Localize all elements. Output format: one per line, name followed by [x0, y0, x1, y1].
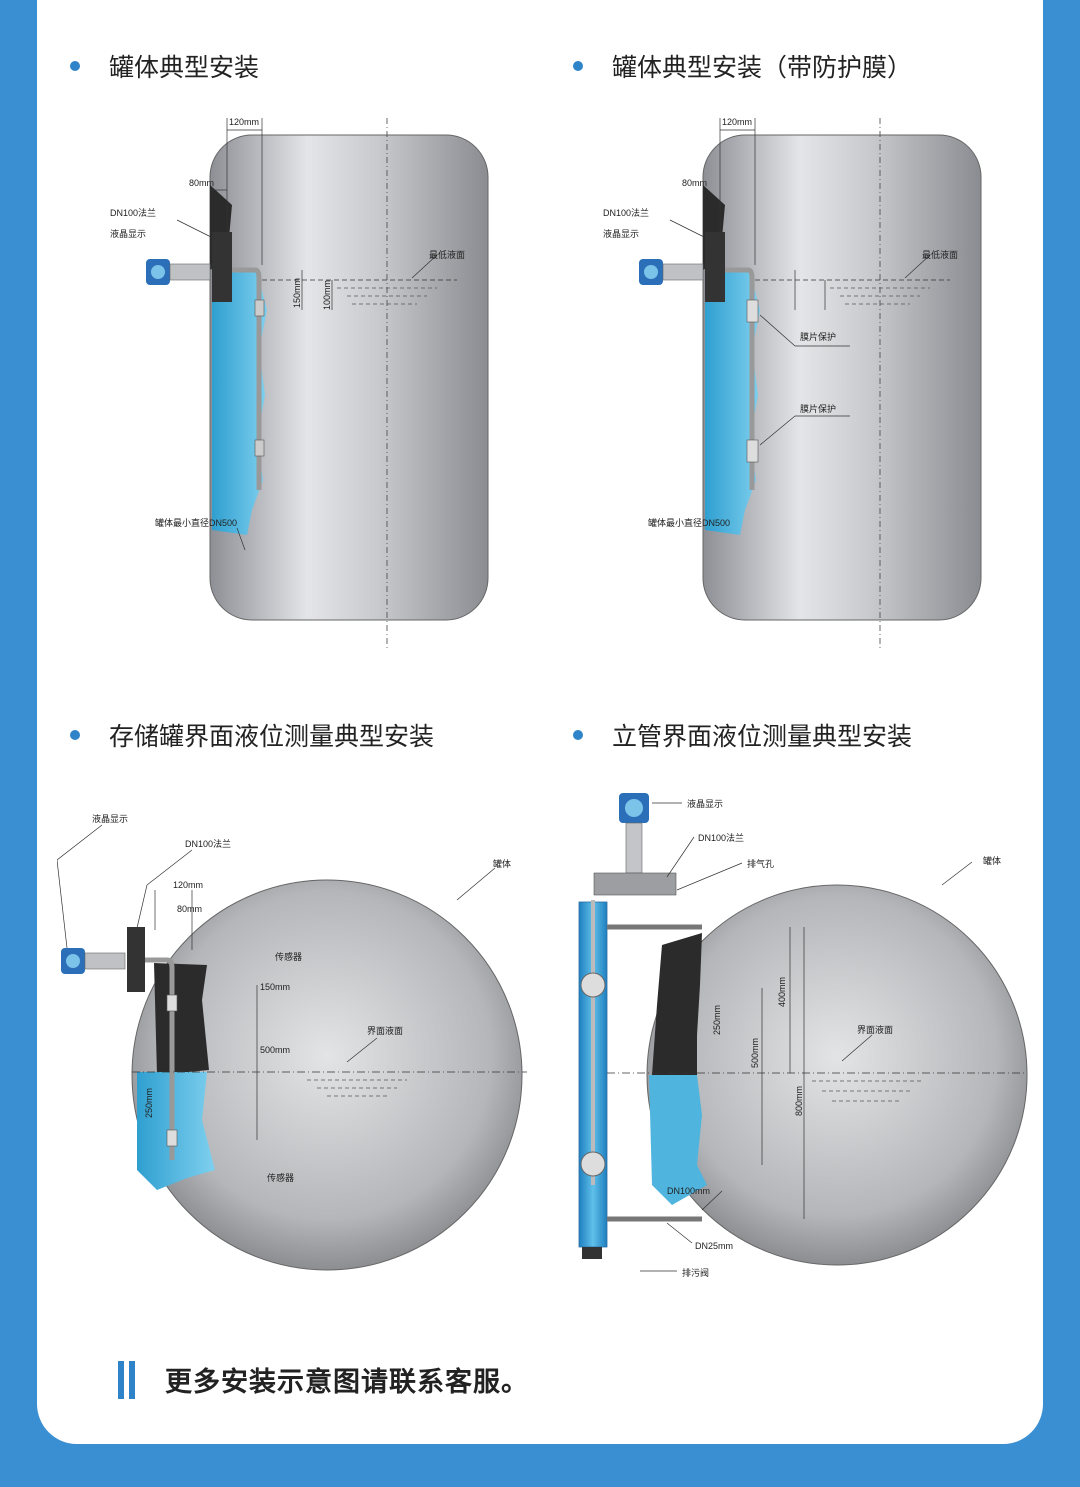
tank-membrane-install-diagram: 120mm 80mm DN100法兰 液晶显示 最低液面 膜片保护 膜片保护 罐… — [603, 117, 982, 650]
upper-medium — [154, 963, 209, 1075]
interface-label: 界面液面 — [857, 1024, 893, 1035]
tank-body — [209, 134, 489, 621]
membrane-label: 膜片保护 — [800, 403, 836, 414]
lcd-label: 液晶显示 — [687, 798, 723, 809]
dim-label: 250mm — [712, 1005, 722, 1035]
bullet-icon — [70, 61, 80, 71]
lower-medium — [649, 1075, 707, 1205]
dim-label: 500mm — [750, 1038, 760, 1068]
min-level-label: 最低液面 — [922, 249, 958, 260]
sensor-label: 传感器 — [275, 951, 302, 962]
interface-label: 界面液面 — [367, 1025, 403, 1036]
bullet-icon — [573, 61, 583, 71]
dim-label: 80mm — [682, 178, 707, 188]
dim-label: 500mm — [260, 1045, 290, 1055]
bullet-icon — [70, 730, 80, 740]
flange-label: DN100法兰 — [698, 832, 744, 843]
upper-medium — [652, 933, 702, 1075]
membrane-label: 膜片保护 — [800, 331, 836, 342]
lcd-label: 液晶显示 — [92, 813, 128, 824]
tank-label: 罐体 — [983, 855, 1001, 866]
float — [580, 1151, 606, 1177]
connecting-pipes — [607, 924, 702, 1222]
drain-label: 排污阀 — [682, 1267, 709, 1278]
min-diameter-label: 罐体最小直径DN500 — [155, 517, 237, 528]
dim-label: 250mm — [144, 1088, 154, 1118]
section-heading-storage-interface: 存储罐界面液位测量典型安装 — [70, 717, 434, 753]
vent-label: 排气孔 — [747, 858, 774, 869]
lcd-label: 液晶显示 — [110, 228, 146, 239]
section-title: 立管界面液位测量典型安装 — [612, 723, 913, 751]
float — [580, 972, 606, 998]
drain-outlet — [582, 1247, 602, 1259]
section-heading-tank: 罐体典型安装 — [70, 48, 259, 84]
section-heading-tank-membrane: 罐体典型安装（带防护膜） — [573, 48, 912, 84]
tank-disc — [646, 884, 1028, 1266]
content-card: 罐体典型安装 罐体典型安装（带防护膜） 存储罐界面液位测量典型安装 立管界面液位… — [37, 0, 1043, 1444]
tank-install-diagram: 120mm 80mm DN100法兰 液晶显示 最低液面 150mm 100mm… — [110, 117, 489, 650]
dim-label: 120mm — [722, 117, 752, 127]
lcd-label: 液晶显示 — [603, 228, 639, 239]
contact-text: 更多安装示意图请联系客服。 — [165, 1367, 529, 1397]
flange-label: DN100法兰 — [603, 207, 649, 218]
min-level-label: 最低液面 — [429, 249, 465, 260]
storage-interface-diagram: 液晶显示 DN100法兰 120mm 80mm 罐体 传感器 150mm 界面液… — [57, 813, 527, 1271]
tank-label: 罐体 — [493, 858, 511, 869]
dim-label: 150mm — [260, 982, 290, 992]
dim-label: 80mm — [177, 904, 202, 914]
section-title: 存储罐界面液位测量典型安装 — [109, 723, 435, 751]
section-title: 罐体典型安装 — [109, 54, 260, 82]
liquid — [705, 270, 760, 535]
contact-note: 更多安装示意图请联系客服。 — [118, 1360, 529, 1399]
section-title: 罐体典型安装（带防护膜） — [612, 54, 913, 82]
min-diameter-label: 罐体最小直径DN500 — [648, 517, 730, 528]
transmitter — [639, 232, 759, 490]
dim-label: 400mm — [777, 977, 787, 1007]
pipe-size-label: DN25mm — [695, 1241, 733, 1251]
dim-label: 800mm — [794, 1086, 804, 1116]
dim-label: 120mm — [173, 880, 203, 890]
dim-label: 80mm — [189, 178, 214, 188]
accent-bars-icon — [118, 1360, 135, 1399]
section-heading-standpipe-interface: 立管界面液位测量典型安装 — [573, 717, 912, 753]
flange-label: DN100法兰 — [185, 838, 231, 849]
dim-label: 100mm — [322, 280, 332, 310]
dim-label: 120mm — [229, 117, 259, 127]
transmitter — [61, 927, 178, 1160]
liquid — [212, 270, 267, 535]
standpipe-interface-diagram: 液晶显示 DN100法兰 排气孔 罐体 400mm 250mm 界面液面 500… — [578, 793, 1028, 1278]
transmitter — [593, 793, 677, 896]
transmitter — [146, 232, 265, 490]
tank-body — [702, 134, 982, 621]
pipe-size-label: DN100mm — [667, 1186, 710, 1196]
dim-label: 150mm — [292, 278, 302, 308]
flange-label: DN100法兰 — [110, 207, 156, 218]
tank-disc — [131, 879, 523, 1271]
sensor-label: 传感器 — [267, 1172, 294, 1183]
bullet-icon — [573, 730, 583, 740]
